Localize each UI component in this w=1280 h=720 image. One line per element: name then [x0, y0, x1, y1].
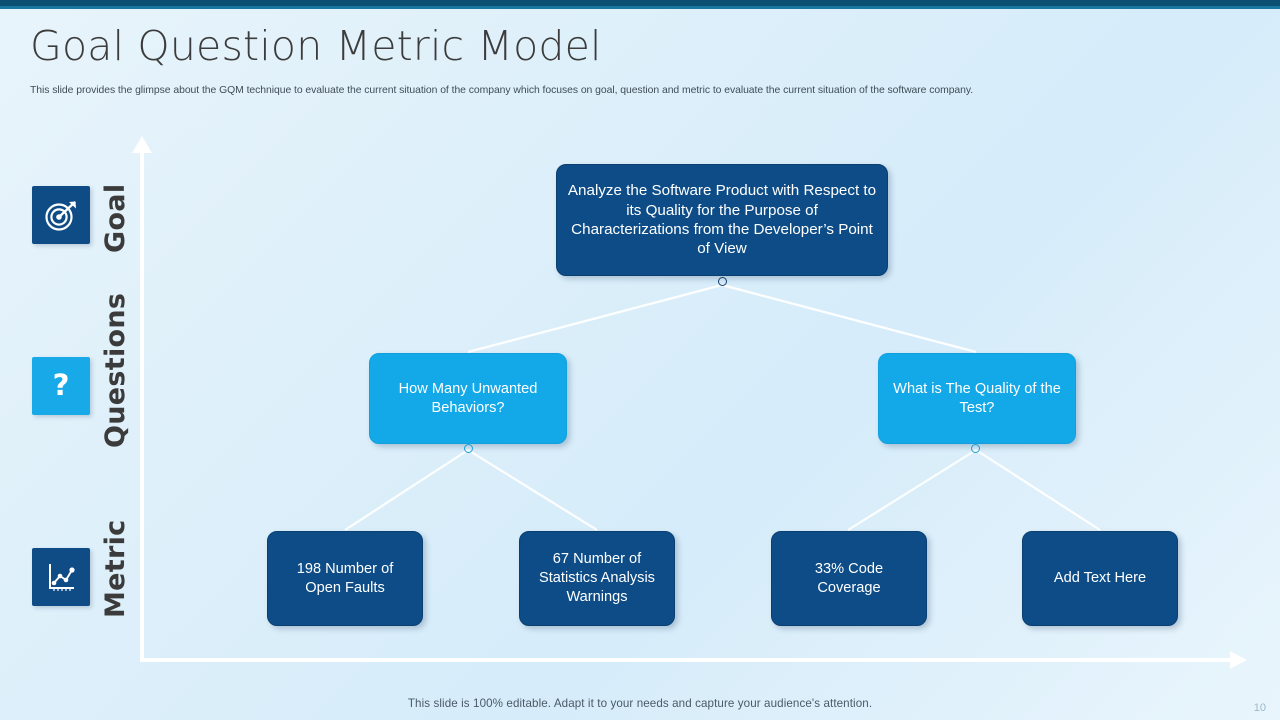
goal-node[interactable]: Analyze the Software Product with Respec… — [556, 164, 888, 276]
right-arrow-icon — [1230, 651, 1247, 669]
page-number: 10 — [1253, 702, 1266, 714]
row-icon-questions: ? — [32, 357, 90, 415]
metric-node-3[interactable]: 33% Code Coverage — [771, 531, 927, 626]
connector-dot-question-1 — [464, 444, 473, 453]
vertical-axis-line — [140, 150, 144, 662]
row-icon-metric — [32, 548, 90, 606]
row-label-metric: Metric — [100, 519, 131, 618]
top-accent-bar-light — [0, 6, 1280, 9]
metric-node-1[interactable]: 198 Number of Open Faults — [267, 531, 423, 626]
question-node-1[interactable]: How Many Unwanted Behaviors? — [369, 353, 567, 444]
metric-node-4[interactable]: Add Text Here — [1022, 531, 1178, 626]
up-arrow-icon — [132, 136, 152, 153]
page-title: Goal Question Metric Model — [30, 22, 602, 70]
row-label-questions: Questions — [100, 292, 131, 448]
question-mark-icon: ? — [53, 370, 70, 402]
page-subtitle: This slide provides the glimpse about th… — [30, 85, 974, 96]
footer-note: This slide is 100% editable. Adapt it to… — [407, 697, 873, 710]
target-icon — [45, 201, 76, 231]
top-accent-bar-dark — [0, 0, 1280, 6]
horizontal-axis-line — [140, 658, 1232, 662]
line-chart-icon — [49, 564, 75, 591]
row-label-goal: Goal — [100, 183, 131, 253]
connector-dot-question-2 — [971, 444, 980, 453]
metric-node-2[interactable]: 67 Number of Statistics Analysis Warning… — [519, 531, 675, 626]
question-node-2[interactable]: What is The Quality of the Test? — [878, 353, 1076, 444]
connector-dot-goal — [718, 277, 727, 286]
row-icon-goal — [32, 186, 90, 244]
svg-text:?: ? — [53, 370, 70, 402]
